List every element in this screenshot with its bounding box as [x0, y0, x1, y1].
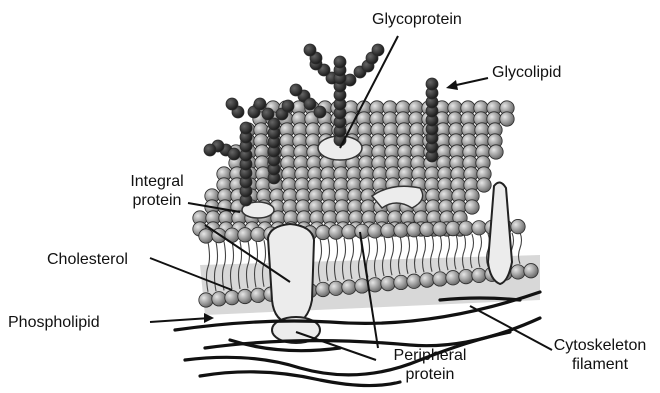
phospholipid-head: [511, 219, 525, 233]
phospholipid-head: [472, 221, 486, 235]
carbohydrate-chain: [228, 148, 240, 160]
phospholipid-head: [459, 269, 473, 283]
label-phospholipid: Phospholipid: [8, 313, 100, 332]
phospholipid-head: [316, 282, 330, 296]
carbohydrate-chain: [426, 78, 438, 90]
phospholipid-head: [433, 272, 447, 286]
carbohydrate-chain: [204, 144, 216, 156]
phospholipid-head: [342, 225, 356, 239]
phospholipid-head: [407, 223, 421, 237]
label-glycoprotein: Glycoprotein: [372, 10, 462, 29]
phospholipid-head: [199, 293, 213, 307]
phospholipid-head: [368, 224, 382, 238]
phospholipid-head: [489, 145, 503, 159]
phospholipid-head: [433, 222, 447, 236]
carbohydrate-chain: [226, 98, 238, 110]
carbohydrate-chain: [314, 106, 326, 118]
phospholipid-head: [500, 112, 514, 126]
label-cholesterol: Cholesterol: [47, 250, 128, 269]
integral-protein: [268, 224, 314, 324]
phospholipid-head: [446, 221, 460, 235]
carbohydrate-chain: [240, 122, 252, 134]
phospholipid-head: [394, 275, 408, 289]
phospholipid-head: [212, 292, 226, 306]
phospholipid-head: [524, 264, 538, 278]
phospholipid-head: [446, 271, 460, 285]
phospholipid-head: [225, 290, 239, 304]
phospholipid-head: [420, 222, 434, 236]
phospholipid-head: [394, 223, 408, 237]
carbohydrate-chain: [262, 108, 274, 120]
label-cytoskeleton-line1: Cytoskeleton: [546, 336, 654, 355]
label-peripheral-line1: Peripheral: [380, 346, 480, 365]
phospholipid-head: [511, 265, 525, 279]
phospholipid-head: [251, 288, 265, 302]
carbohydrate-chain: [372, 44, 384, 56]
label-integral-line1: Integral: [117, 172, 197, 191]
label-glycolipid: Glycolipid: [492, 63, 561, 82]
phospholipid-head: [477, 178, 491, 192]
phospholipid-head: [420, 273, 434, 287]
label-integral-protein: Integral protein: [117, 172, 197, 210]
carbohydrate-chain: [334, 56, 346, 68]
label-cytoskeleton-filament: Cytoskeleton filament: [546, 336, 654, 374]
phospholipid-head: [342, 280, 356, 294]
phospholipid-head: [472, 268, 486, 282]
phospholipid-head: [238, 289, 252, 303]
phospholipid-head: [199, 229, 213, 243]
phospholipid-head: [329, 225, 343, 239]
phospholipid-head: [465, 200, 479, 214]
label-integral-line2: protein: [117, 191, 197, 210]
carbohydrate-chain: [304, 98, 316, 110]
phospholipid-head: [238, 228, 252, 242]
transmembrane-protein-right: [488, 182, 512, 284]
label-cytoskeleton-line2: filament: [546, 355, 654, 374]
carbohydrate-chain: [282, 100, 294, 112]
carbohydrate-chain: [290, 84, 302, 96]
phospholipid-head: [355, 224, 369, 238]
carbohydrate-chain: [254, 98, 266, 110]
phospholipid-head: [381, 223, 395, 237]
phospholipid-head: [251, 227, 265, 241]
phospholipid-head: [329, 281, 343, 295]
phospholipid-head: [459, 221, 473, 235]
label-peripheral-line2: protein: [380, 365, 480, 384]
carbohydrate-chain: [304, 44, 316, 56]
phospholipid-head: [407, 274, 421, 288]
phospholipid-head: [316, 225, 330, 239]
phospholipid-head: [381, 276, 395, 290]
label-peripheral-protein: Peripheral protein: [380, 346, 480, 384]
